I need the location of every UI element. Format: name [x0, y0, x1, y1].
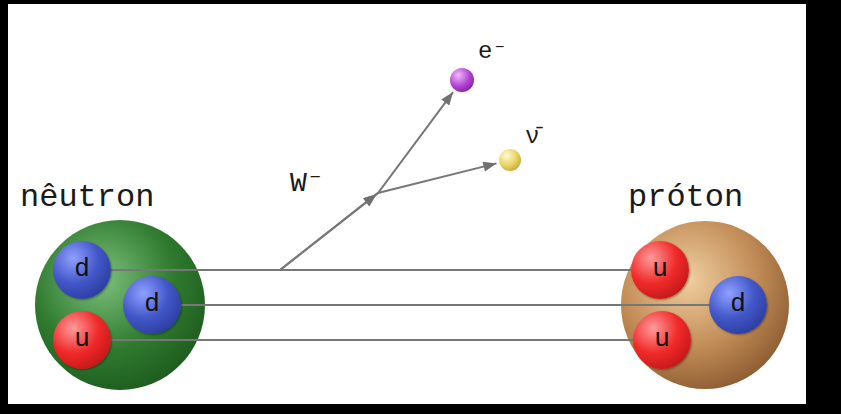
neutron-circle: nêutron d d u	[20, 180, 206, 391]
connector-line	[111, 339, 633, 341]
arrow-head	[441, 92, 453, 105]
down-quark: d	[53, 241, 111, 299]
proton-circle: próton u d u	[628, 180, 790, 390]
quark-letter: u	[652, 255, 668, 285]
particle-name: próton	[628, 180, 743, 217]
connector-line	[181, 304, 709, 306]
connector	[181, 305, 709, 306]
particle-ball	[35, 220, 205, 390]
quark-letter: d	[730, 290, 746, 320]
up-quark: u	[633, 311, 691, 369]
arrow-head	[363, 194, 376, 206]
quark-letter: u	[654, 325, 670, 355]
arrow-head	[483, 162, 497, 172]
quark-letter: d	[74, 255, 90, 285]
arrow-head	[363, 194, 376, 206]
particle-name: nêutron	[20, 180, 154, 217]
quark-letter: u	[74, 325, 90, 355]
particle-symbol: e⁻	[478, 38, 507, 66]
connector	[111, 270, 631, 271]
up-quark: u	[53, 311, 111, 369]
connector	[111, 340, 633, 341]
up-quark: u	[631, 241, 689, 299]
quark-letter: d	[144, 290, 160, 320]
down-quark: d	[123, 276, 181, 334]
boson-label: W⁻	[288, 168, 326, 200]
electron-sphere: e⁻	[450, 68, 474, 92]
antineutrino-sphere: ν̄	[499, 149, 521, 171]
particle-ball	[621, 221, 789, 389]
particle-symbol: ν̄	[525, 123, 539, 151]
down-quark: d	[709, 276, 767, 334]
connector-line	[111, 269, 631, 271]
